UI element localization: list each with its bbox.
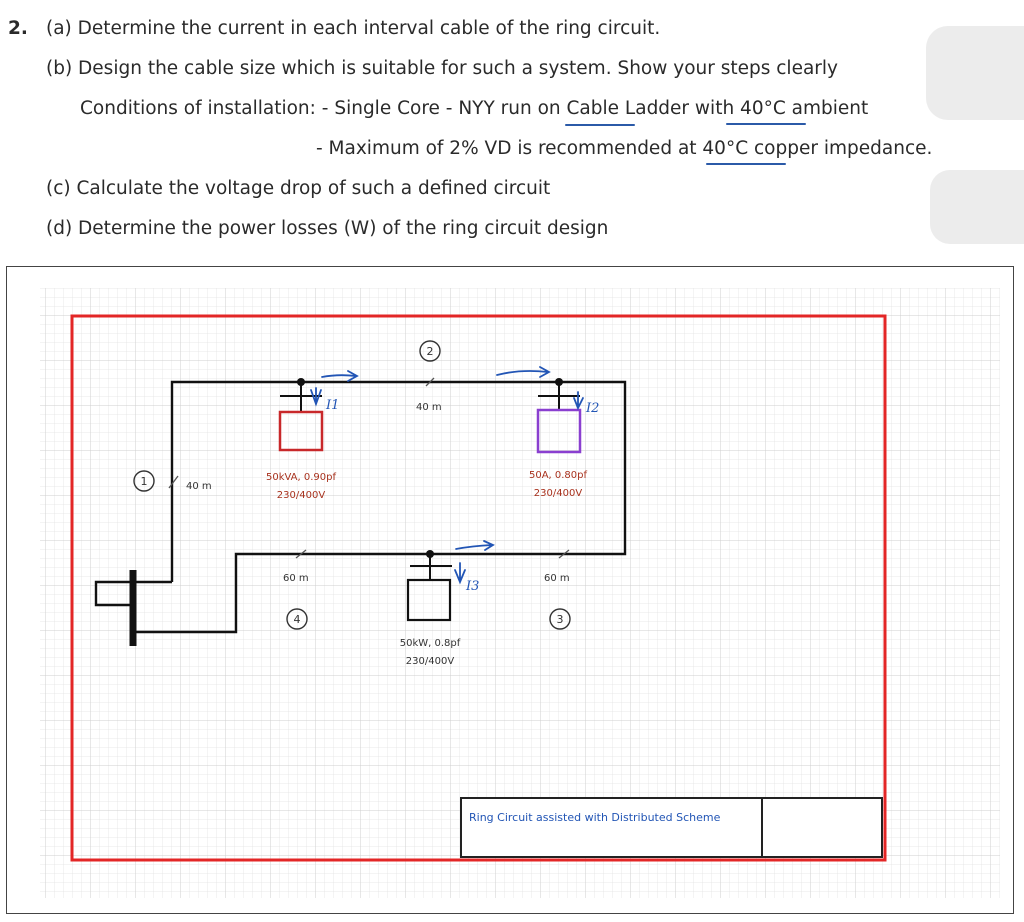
title-block-outer [460, 797, 883, 858]
installation-conditions-1: Conditions of installation: - Single Cor… [80, 98, 869, 119]
installation-conditions-2: - Maximum of 2% VD is recommended at 40°… [316, 138, 933, 159]
junction-dot [555, 378, 563, 386]
node-3-label: 3 [557, 613, 564, 626]
node-1-label: 1 [141, 475, 148, 488]
underline-ambient [726, 123, 806, 125]
question-number: 2. [8, 18, 28, 39]
faint-mark [926, 26, 1024, 120]
question-part-d: (d) Determine the power losses (W) of th… [46, 218, 609, 239]
segment-ticks [168, 377, 570, 559]
node-2-label: 2 [427, 345, 434, 358]
current-annotations [310, 366, 584, 585]
load-1-rating: 50kVA, 0.90pf [266, 472, 337, 483]
arrow-down-1 [310, 387, 322, 407]
load-2-box [536, 408, 582, 454]
arrow-bottom [455, 540, 495, 551]
arrow-top-right [496, 366, 551, 378]
load-3-box [406, 578, 452, 622]
node-4-circle [286, 608, 308, 630]
underline-cable-ladder [565, 124, 635, 126]
current-i1-label: I1 [325, 398, 339, 413]
arrow-down-2 [573, 391, 584, 411]
underline-copper [706, 163, 786, 165]
title-block-text: Ring Circuit assisted with Distributed S… [469, 811, 721, 824]
faint-mark [930, 170, 1024, 244]
arrow-top-left [321, 370, 359, 382]
current-i3-label: I3 [465, 579, 479, 594]
grid-background [40, 288, 1000, 898]
load-3-rating: 50kW, 0.8pf [400, 638, 461, 649]
load-3-voltage: 230/400V [406, 656, 455, 667]
load-2-voltage: 230/400V [534, 488, 583, 499]
node-circles [133, 340, 571, 630]
load-1-voltage: 230/400V [277, 490, 326, 501]
arrow-down-3 [454, 562, 466, 585]
node-3-circle [549, 608, 571, 630]
load-1-box [278, 410, 324, 452]
segment-left-length: 40 m [186, 481, 212, 492]
question-part-a: (a) Determine the current in each interv… [46, 18, 661, 39]
drawing-border [70, 314, 887, 862]
junction-dot [297, 378, 305, 386]
question-part-c: (c) Calculate the voltage drop of such a… [46, 178, 551, 199]
segment-bottom-length: 60 m [283, 573, 309, 584]
question-part-b: (b) Design the cable size which is suita… [46, 58, 838, 79]
segment-right-length: 60 m [544, 573, 570, 584]
load-2-rating: 50A, 0.80pf [529, 470, 588, 481]
junction-dot [426, 550, 434, 558]
wire-ring-upper [133, 380, 627, 634]
node-4-label: 4 [294, 613, 301, 626]
node-2-circle [419, 340, 441, 362]
current-i2-label: I2 [585, 401, 599, 416]
node-1-circle [133, 470, 155, 492]
segment-top-length: 40 m [416, 402, 442, 413]
